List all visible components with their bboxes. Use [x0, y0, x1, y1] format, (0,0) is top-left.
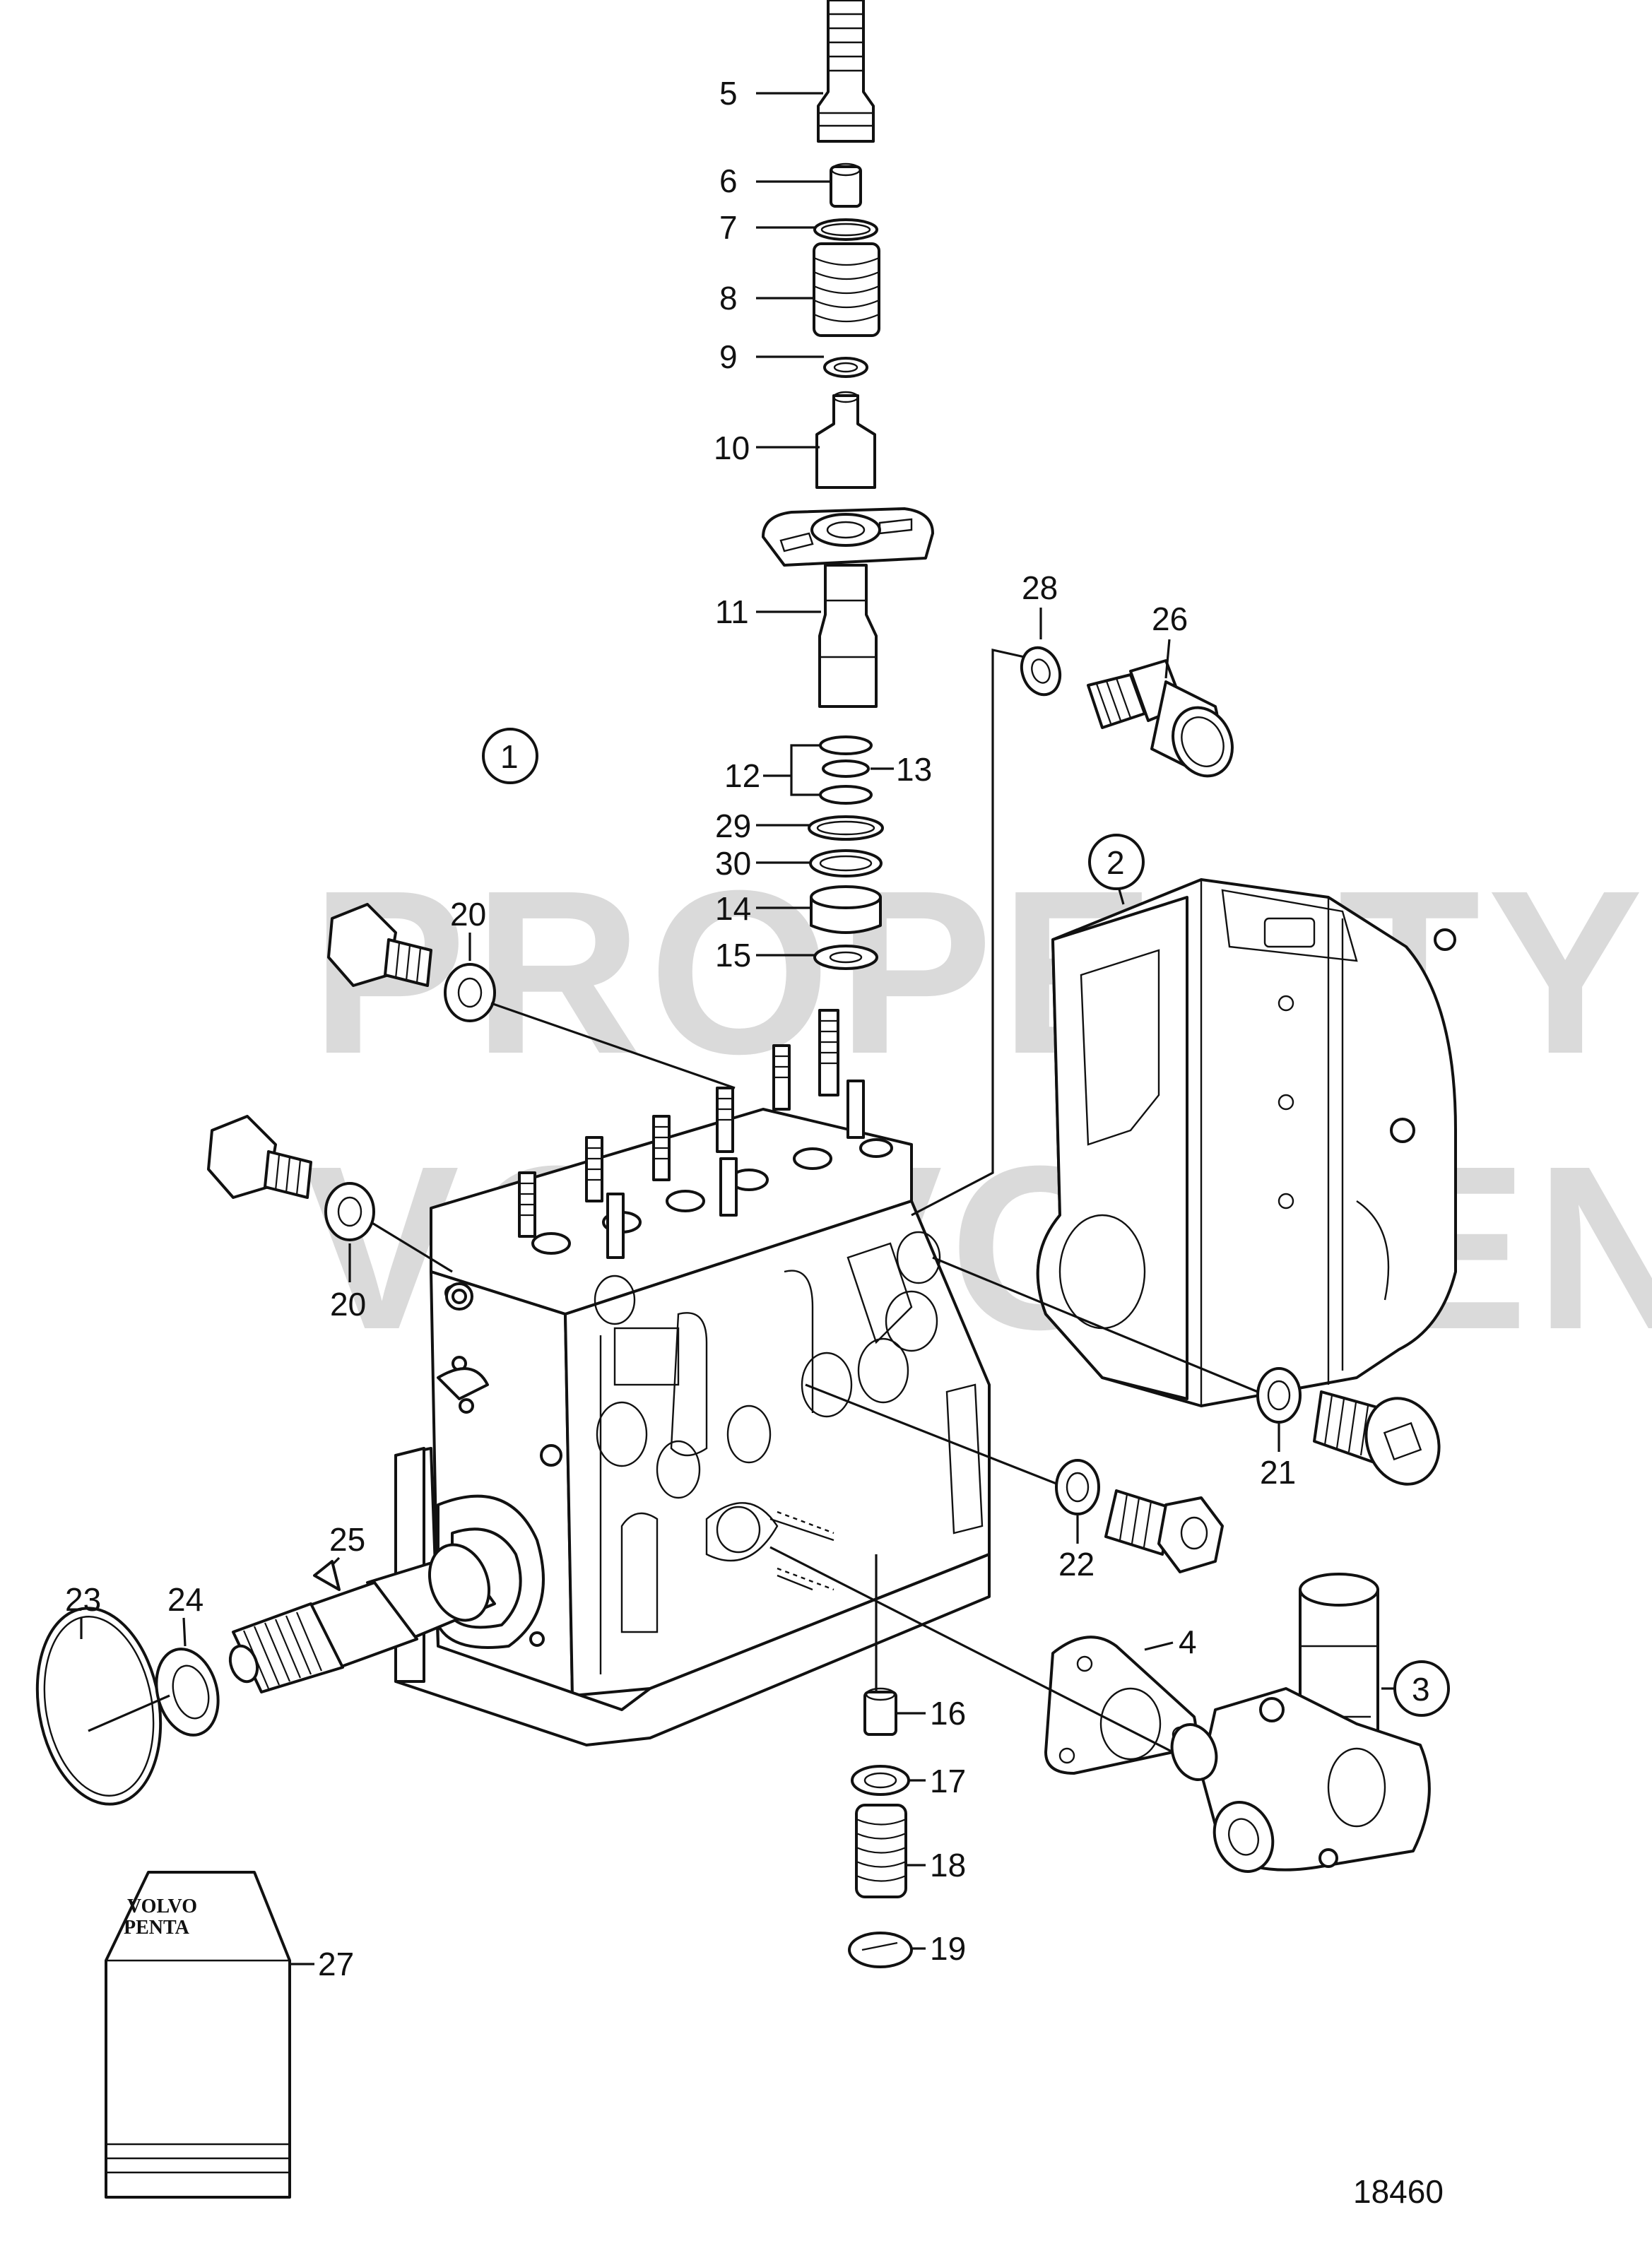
bolt-22 — [1055, 1459, 1224, 1573]
callout-3-circle — [1393, 1660, 1450, 1717]
part-12-seal-lower — [819, 785, 873, 805]
part-10-valve — [815, 394, 876, 489]
part-11-element — [818, 564, 878, 708]
parts-26-28 — [1020, 646, 1234, 778]
leader-lines — [80, 92, 1396, 1965]
pump-body-1 — [394, 1009, 991, 1746]
callout-25: 25 — [329, 1521, 365, 1558]
part-29-ring — [808, 815, 884, 841]
part-5-serrations — [818, 13, 873, 127]
callout-13: 13 — [896, 751, 932, 788]
callout-6: 6 — [719, 162, 738, 199]
callout-10: 10 — [714, 430, 750, 466]
callout-9: 9 — [719, 338, 738, 375]
part-18-spring — [855, 1804, 907, 1898]
figure-number: 18460 — [1353, 2173, 1444, 2210]
callout-15: 15 — [715, 937, 751, 974]
part-8-spring — [813, 242, 880, 337]
part-17 — [851, 1765, 910, 1796]
callout-17: 17 — [930, 1763, 966, 1799]
callout-28: 28 — [1022, 569, 1058, 606]
callout-12: 12 — [724, 757, 760, 794]
washer-20-upper — [444, 963, 496, 1022]
washer-20-lower — [324, 1182, 375, 1241]
callout-2: 2 — [1107, 844, 1125, 881]
callout-2-circle — [1088, 834, 1145, 890]
callout-11: 11 — [715, 593, 749, 630]
book-brand-line-2: PENTA — [124, 1917, 190, 1939]
part-19-plug — [848, 1932, 913, 1968]
delivery-valve-stack — [762, 0, 934, 970]
washer-22 — [1055, 1459, 1100, 1515]
callout-26: 26 — [1152, 601, 1188, 637]
callout-1: 1 — [500, 738, 519, 775]
body-details — [594, 1231, 984, 1674]
callout-4: 4 — [1179, 1624, 1197, 1660]
part-9-washer — [823, 357, 868, 378]
part-25-key — [313, 1560, 341, 1591]
bolt-21 — [1256, 1367, 1441, 1486]
bolt-20-upper — [327, 903, 496, 1022]
part-13-seal — [822, 759, 870, 778]
callout-19: 19 — [930, 1930, 966, 1967]
callout-24: 24 — [167, 1581, 203, 1618]
callout-labels: 5 6 7 8 9 10 11 12 13 29 30 14 15 28 26 … — [65, 75, 1430, 1982]
part-15-ring — [813, 945, 878, 970]
callout-29: 29 — [715, 808, 751, 844]
callout-23: 23 — [65, 1581, 101, 1618]
part-12-seal-upper — [819, 735, 873, 755]
callout-20-upper: 20 — [450, 896, 486, 933]
circled-callouts — [482, 728, 1450, 1717]
drive-shaft — [228, 1543, 496, 1693]
callout-8: 8 — [719, 280, 738, 317]
callout-5: 5 — [719, 75, 738, 112]
callout-21: 21 — [1260, 1454, 1296, 1491]
callout-27: 27 — [318, 1946, 354, 1982]
gasket-plate — [1036, 896, 1188, 1400]
callout-14: 14 — [715, 890, 751, 927]
callout-7: 7 — [719, 209, 738, 246]
instruction-book-27: VOLVO PENTA — [105, 1871, 291, 2199]
washer-21 — [1256, 1367, 1302, 1424]
callout-30: 30 — [715, 845, 751, 882]
callout-16: 16 — [930, 1695, 966, 1732]
overflow-valve-stack — [848, 1687, 913, 1968]
bolt-20-lower — [207, 1115, 375, 1241]
part-7-o-ring — [813, 218, 878, 241]
book-brand-line-1: VOLVO — [127, 1896, 197, 1917]
governor-housing-2 — [1036, 878, 1457, 1407]
part-6-sleeve — [830, 165, 862, 208]
callout-20-lower: 20 — [330, 1286, 366, 1323]
callout-3: 3 — [1412, 1671, 1430, 1708]
part-28-washer — [1020, 646, 1062, 697]
callout-18: 18 — [930, 1847, 966, 1884]
callout-1-circle — [482, 728, 538, 784]
callout-22: 22 — [1058, 1546, 1095, 1583]
feed-pump-3 — [1170, 1573, 1431, 1873]
